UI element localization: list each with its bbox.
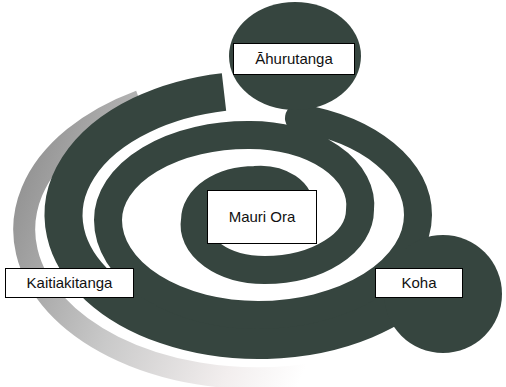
label-box: Kaitiakitanga [5,268,134,298]
label-box: Koha [375,268,463,298]
node-label: Kaitiakitanga [27,274,113,292]
inner-spiral-band [108,118,418,315]
node-label: Mauri Ora [229,208,296,226]
node-label: Āhurutanga [255,50,333,68]
top-circle [229,2,361,110]
node-label: Koha [401,274,436,292]
label-box: Āhurutanga [233,43,355,75]
label-box: Mauri Ora [207,190,317,244]
outer-spiral-band [64,92,427,340]
